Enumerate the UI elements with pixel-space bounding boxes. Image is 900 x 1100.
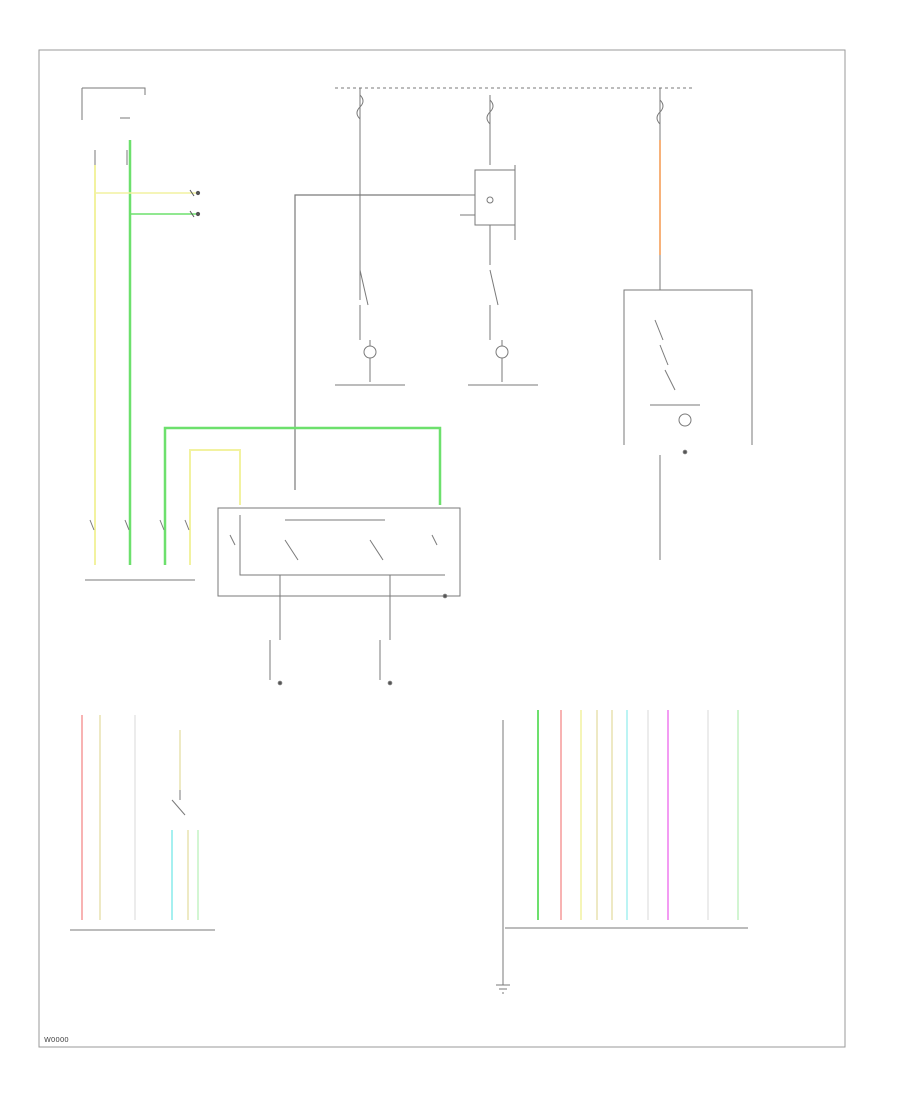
bottom-right-wires — [502, 710, 739, 985]
hazard-outputs — [269, 640, 393, 686]
relay — [460, 165, 516, 265]
hazard-switch — [217, 507, 461, 640]
hazard-yellow-wire — [189, 449, 241, 565]
right-lamp-circuit — [468, 269, 538, 386]
right-switch-box — [623, 289, 753, 560]
left-connector-terminals — [85, 519, 195, 581]
fuse-links — [356, 88, 664, 300]
left-lamp-circuit — [335, 269, 405, 386]
turn-signal-switch-group — [81, 87, 146, 165]
turn-signal-connector-marks — [189, 189, 201, 218]
footer-code: W0000 — [44, 1036, 69, 1044]
hazard-green-wire — [163, 426, 442, 565]
bottom-left-switch — [70, 790, 215, 931]
turn-signal-wires — [94, 140, 198, 565]
bottom-right-base — [496, 927, 748, 994]
diagram-border — [38, 49, 846, 1048]
relay-to-switch-wire — [294, 194, 460, 490]
bottom-left-wires — [81, 715, 199, 920]
